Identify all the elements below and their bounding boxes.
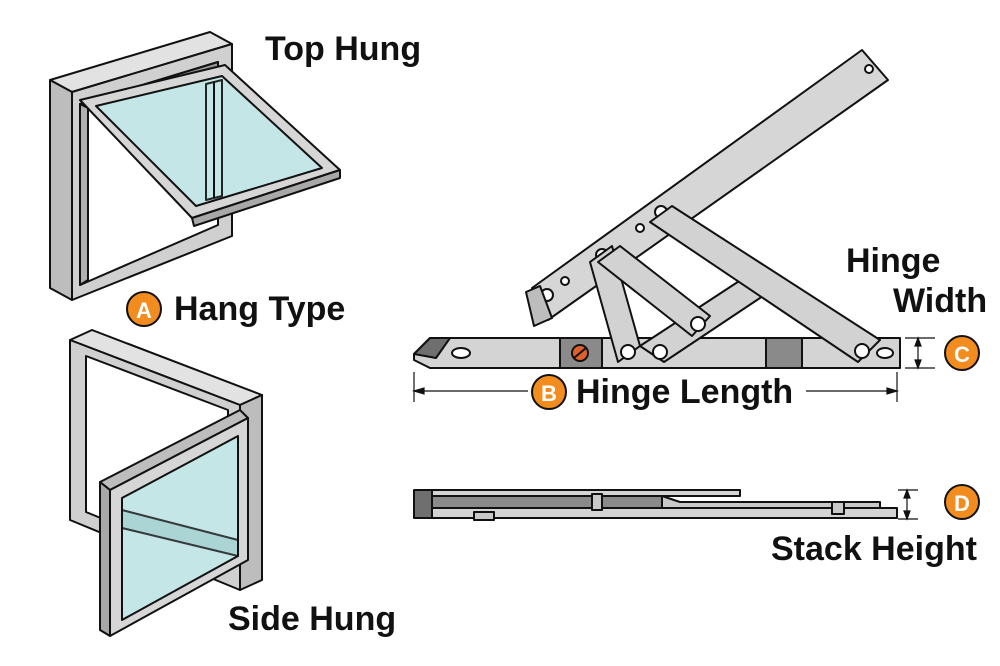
badge-d: D (944, 484, 980, 520)
top-hung-window-illustration (49, 31, 341, 301)
stack-height-label: Stack Height (771, 530, 977, 568)
side-hung-label: Side Hung (228, 600, 396, 638)
top-hung-label: Top Hung (265, 30, 421, 68)
badge-a: A (126, 291, 162, 327)
badge-d-letter: D (954, 491, 970, 516)
hang-type-label: Hang Type (174, 290, 345, 328)
hinge-closed-illustration (413, 489, 898, 521)
side-hung-window-illustration (69, 329, 263, 637)
hinge-width-label-line1: Hinge (846, 242, 940, 280)
hinge-width-label-line2: Width (893, 282, 987, 320)
hinge-open-illustration (413, 49, 901, 369)
hinge-length-label: Hinge Length (576, 373, 793, 411)
badge-a-letter: A (136, 298, 152, 323)
badge-b: B (531, 374, 567, 410)
dimension-lines (411, 336, 935, 521)
badge-b-letter: B (541, 381, 557, 406)
badge-c-letter: C (954, 342, 970, 367)
badge-c: C (944, 335, 980, 371)
